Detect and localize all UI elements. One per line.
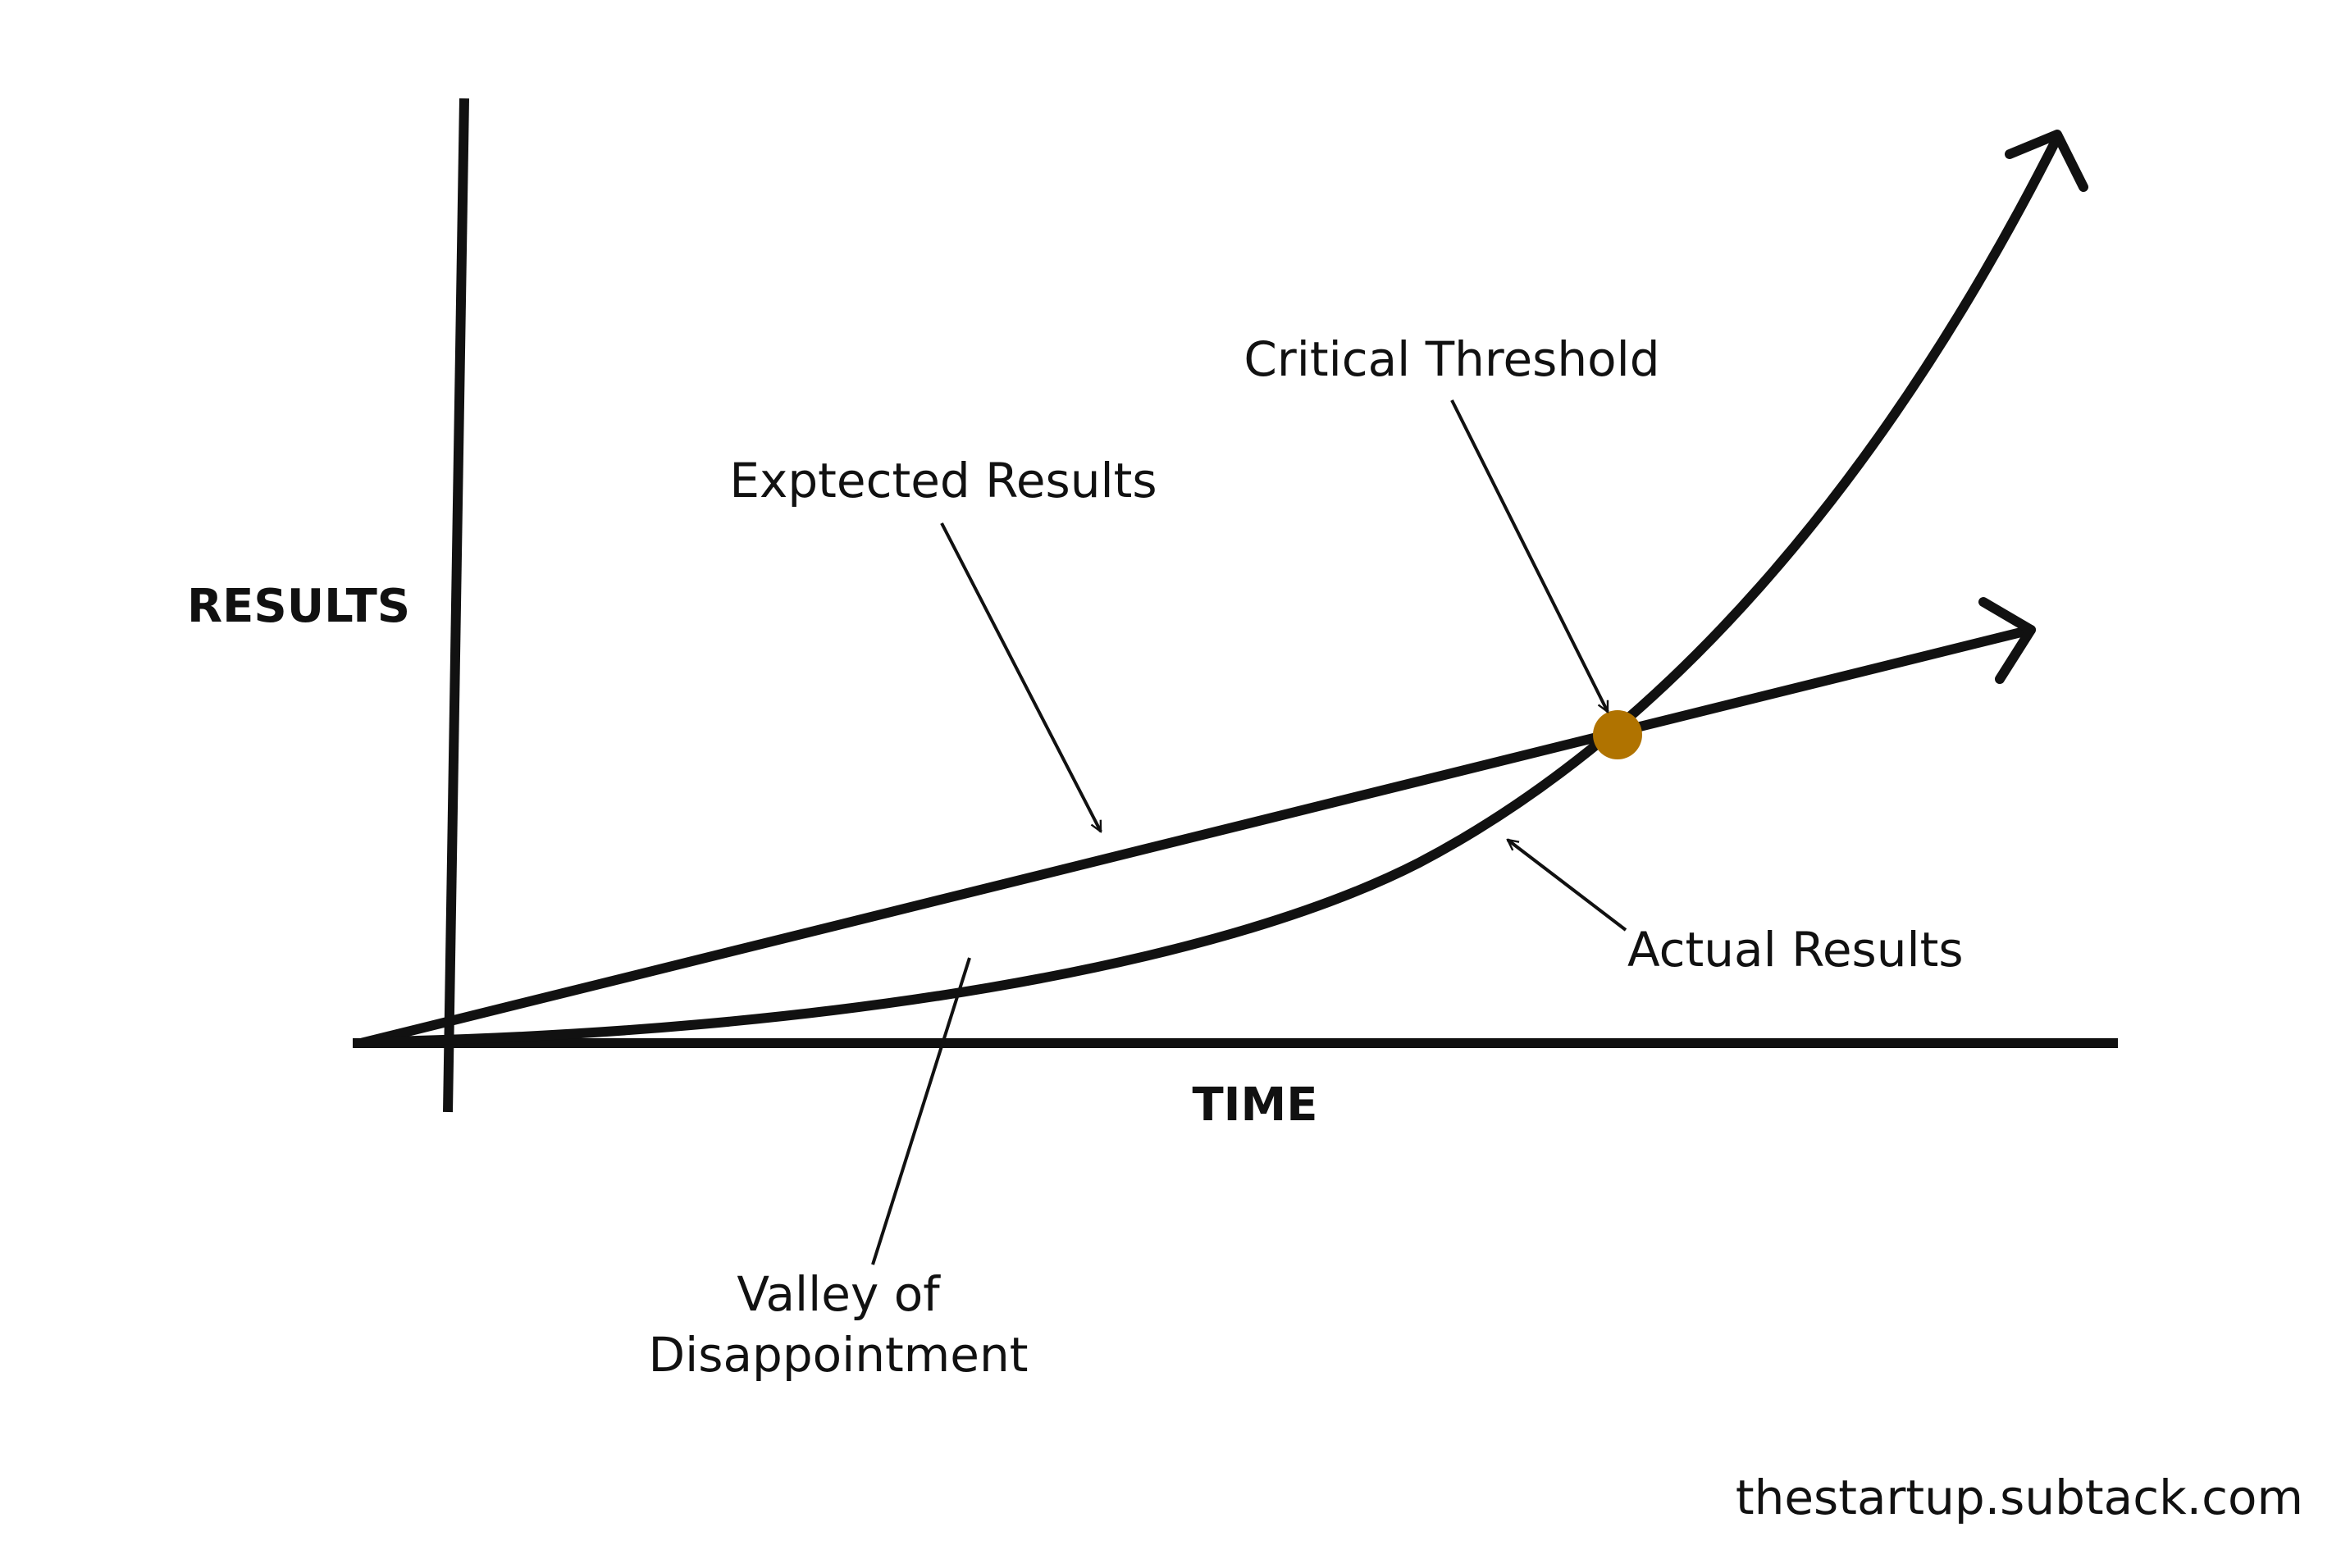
valley-label-line2: Disappointment: [649, 1327, 1029, 1383]
critical-threshold-label: Critical Threshold: [1244, 331, 1659, 387]
actual-results-label: Actual Results: [1627, 922, 1964, 978]
source-credit: thestartup.subtack.com: [1736, 1470, 2303, 1525]
valley-pointer: [871, 957, 971, 1265]
critical-threshold-pointer: [1450, 399, 1609, 712]
y-axis: [443, 98, 469, 1113]
expected-results-line: [356, 625, 2036, 1048]
expected-results-label: Exptected Results: [729, 453, 1157, 508]
actual-results-curve: [381, 133, 2062, 1046]
x-axis-label: TIME: [1192, 1078, 1317, 1132]
expected-results-pointer: [940, 522, 1102, 832]
valley-label-line1: Valley of: [737, 1266, 941, 1322]
y-axis-label: RESULTS: [187, 580, 410, 633]
critical-threshold-dot: [1593, 710, 1642, 759]
expected-results-arrowhead: [1978, 597, 2036, 684]
actual-results-pointer: [1508, 840, 1627, 932]
actual-results-arrowhead: [2005, 130, 2088, 192]
